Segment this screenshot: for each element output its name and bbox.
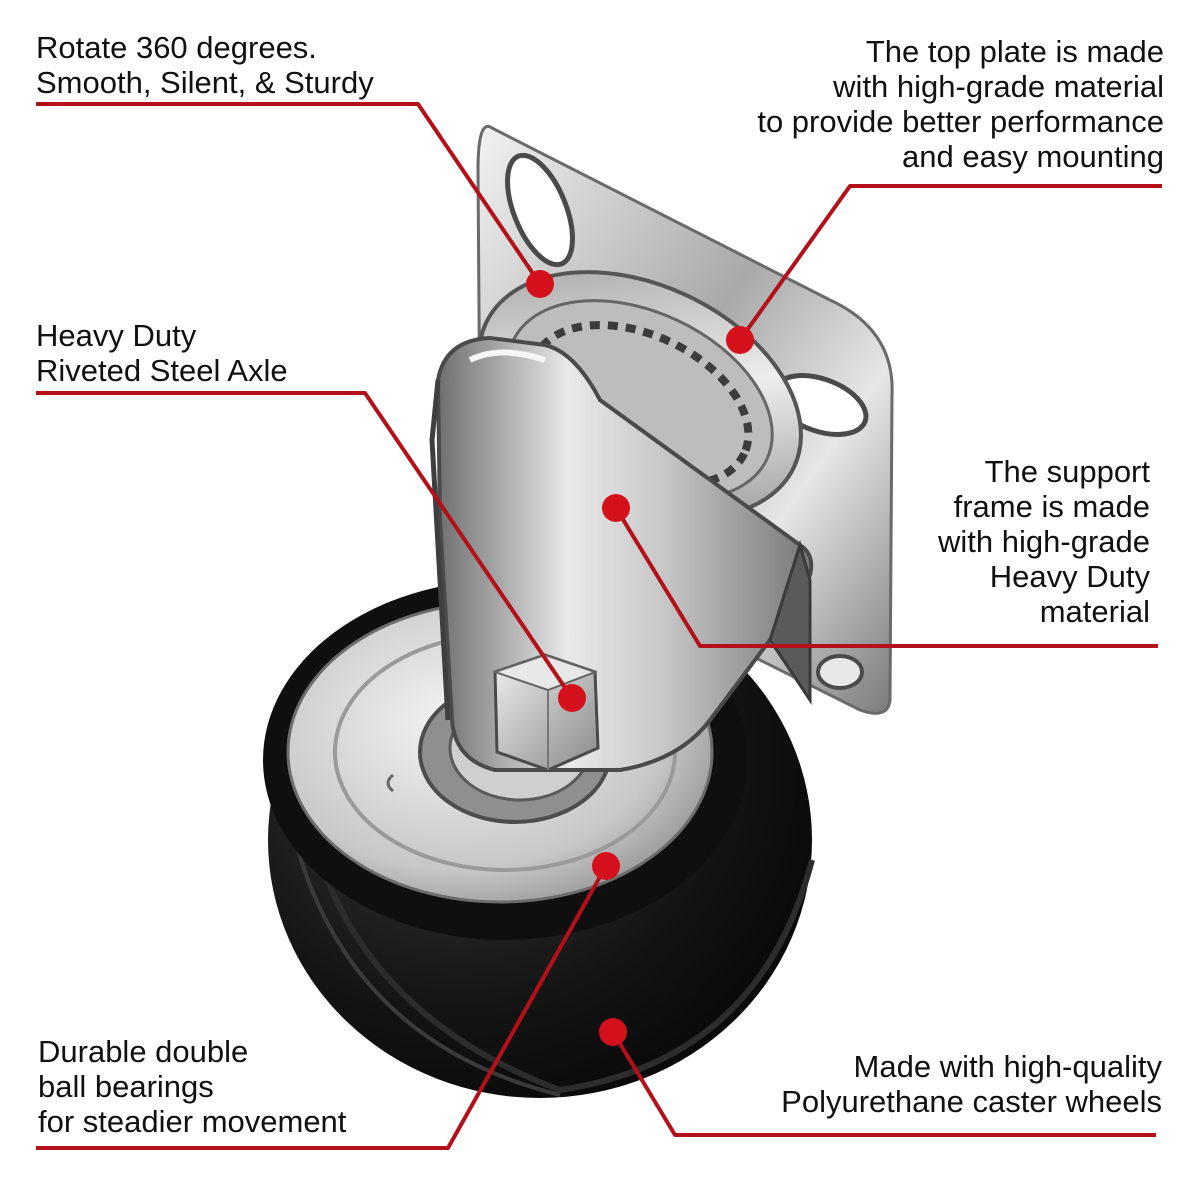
leader-axle xyxy=(36,391,574,700)
plate-hole-icon xyxy=(505,152,575,268)
callout-wheels: Made with high-quality Polyurethane cast… xyxy=(781,1049,1162,1119)
leader-wheels xyxy=(611,1030,1156,1137)
dot-wheels xyxy=(599,1018,627,1046)
leader-lines xyxy=(36,102,1162,1150)
callout-line: Rotate 360 degrees. xyxy=(36,30,317,65)
callout-line: material xyxy=(1039,594,1150,629)
axle-nut xyxy=(491,653,600,772)
callout-line: ball bearings xyxy=(38,1069,214,1104)
dot-rotate xyxy=(526,270,554,298)
callout-line: The top plate is made xyxy=(865,34,1164,69)
callout-line: frame is made xyxy=(953,489,1150,524)
callout-line: Smooth, Silent, & Sturdy xyxy=(36,65,374,100)
dot-top-plate xyxy=(726,326,754,354)
callout-line: for steadier movement xyxy=(38,1104,347,1139)
callout-line: The support xyxy=(984,454,1150,489)
callout-top-plate: The top plate is made with high-grade ma… xyxy=(757,34,1164,174)
callout-line: to provide better performance xyxy=(757,104,1164,139)
callout-axle: Heavy Duty Riveted Steel Axle xyxy=(36,318,288,388)
callout-line: Riveted Steel Axle xyxy=(36,353,288,388)
callout-line: with high-grade material xyxy=(833,69,1164,104)
callout-support-frame: The support frame is made with high-grad… xyxy=(938,454,1150,629)
dot-support-frame xyxy=(602,494,630,522)
plate-hole-icon xyxy=(816,654,864,690)
callout-line: Heavy Duty xyxy=(989,559,1150,594)
callout-bearings: Durable double ball bearings for steadie… xyxy=(38,1034,346,1139)
callout-line: and easy mounting xyxy=(902,139,1164,174)
leader-support-frame xyxy=(614,506,1158,648)
callout-line: with high-grade xyxy=(938,524,1150,559)
callout-line: Made with high-quality xyxy=(853,1049,1162,1084)
dot-axle xyxy=(558,684,586,712)
callout-dots xyxy=(526,270,754,1046)
callout-line: Heavy Duty xyxy=(36,318,197,353)
callout-rotate: Rotate 360 degrees. Smooth, Silent, & St… xyxy=(36,30,374,100)
dot-bearings xyxy=(592,852,620,880)
leader-top-plate xyxy=(738,184,1162,342)
callout-line: Polyurethane caster wheels xyxy=(781,1084,1162,1119)
callout-line: Durable double xyxy=(38,1034,249,1069)
leader-bearings xyxy=(36,865,608,1150)
leader-rotate xyxy=(36,102,542,286)
